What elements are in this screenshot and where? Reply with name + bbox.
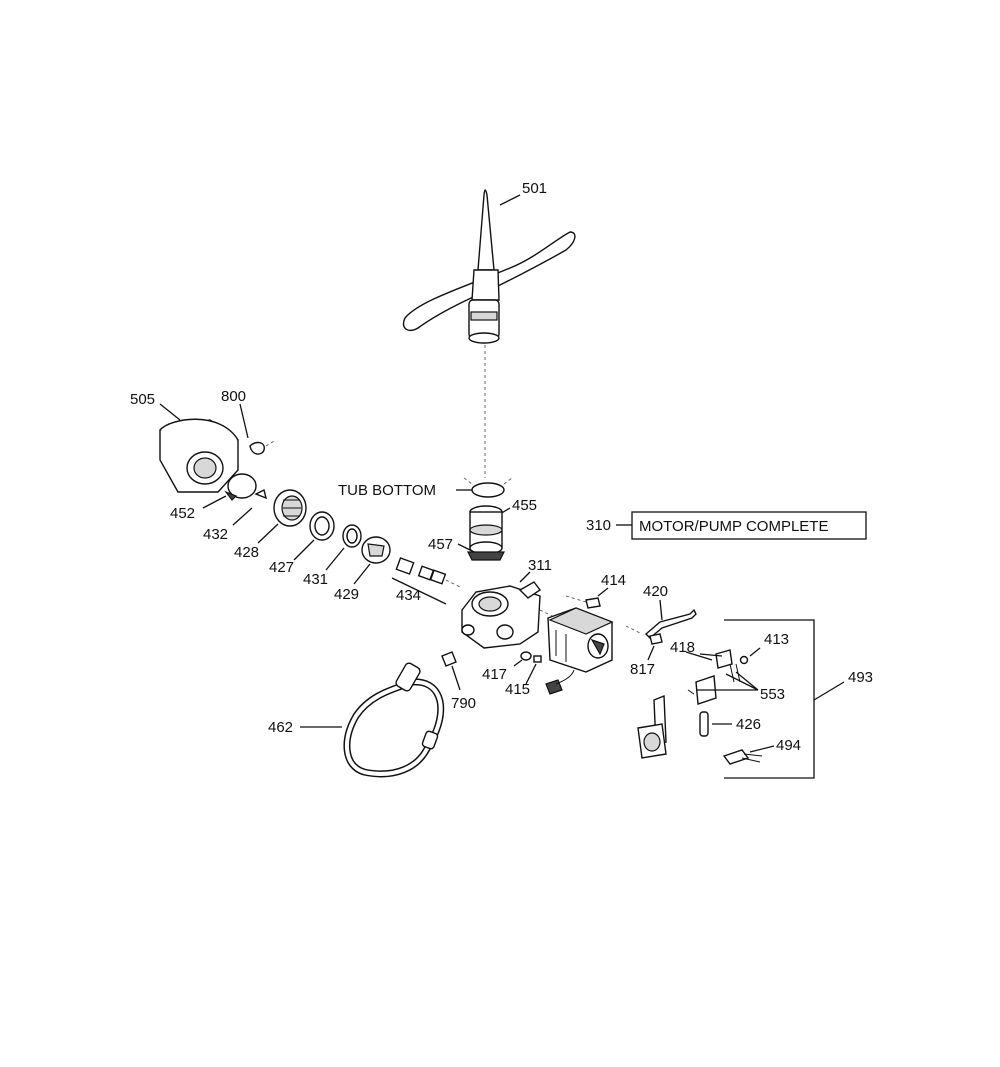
label-790: 790 [451, 695, 476, 712]
label-417: 417 [482, 666, 507, 683]
label-494: 494 [776, 737, 801, 754]
label-311: 311 [528, 557, 552, 574]
small-parts-417-415-790: 417 415 790 [441, 651, 542, 712]
hose-457: 457 [428, 505, 505, 561]
label-420: 420 [643, 583, 668, 600]
ring-427: 427 [269, 511, 335, 576]
pump-housing-311: 311 [461, 557, 561, 649]
label-426: 426 [736, 716, 761, 733]
drain-hose-462: 462 [268, 662, 445, 778]
label-413: 413 [764, 631, 789, 648]
screw-414: 414 [565, 572, 626, 609]
label-414: 414 [601, 572, 626, 589]
label-418: 418 [670, 639, 695, 656]
label-800: 800 [221, 388, 246, 405]
label-415: 415 [505, 681, 530, 698]
valve-assembly-493: 493 418 553 413 426 494 [637, 619, 873, 779]
label-310: 310 [586, 517, 611, 534]
spray-arm-501: 501 [402, 180, 576, 478]
clamp-452-432: 452 432 [170, 473, 268, 543]
motor [545, 607, 614, 695]
label-493: 493 [848, 669, 873, 686]
label-tub-bottom: TUB BOTTOM [338, 482, 436, 499]
impeller-429: 429 [334, 536, 391, 603]
tub-bottom-gasket-455: TUB BOTTOM 455 [338, 477, 537, 515]
label-553: 553 [760, 686, 785, 703]
label-428: 428 [234, 544, 259, 561]
label-505: 505 [130, 391, 155, 408]
label-motor-pump: MOTOR/PUMP COMPLETE [639, 518, 828, 535]
label-455: 455 [512, 497, 537, 514]
label-501: 501 [522, 180, 547, 197]
label-434: 434 [396, 587, 421, 604]
label-452: 452 [170, 505, 195, 522]
label-427: 427 [269, 559, 294, 576]
screw-817: 817 [630, 633, 663, 678]
label-431: 431 [303, 571, 328, 588]
ring-431: 431 [303, 524, 362, 588]
label-462: 462 [268, 719, 293, 736]
clip-800: 800 [221, 388, 277, 455]
filter-housing-505: 505 [130, 391, 239, 493]
seal-434: 434 [391, 557, 463, 605]
label-457: 457 [428, 536, 453, 553]
filter-screen-428: 428 [234, 489, 307, 561]
rod-420: 420 [625, 583, 697, 639]
motor-pump-complete-310: 310 MOTOR/PUMP COMPLETE [586, 511, 867, 540]
label-817: 817 [630, 661, 655, 678]
label-429: 429 [334, 586, 359, 603]
label-432: 432 [203, 526, 228, 543]
